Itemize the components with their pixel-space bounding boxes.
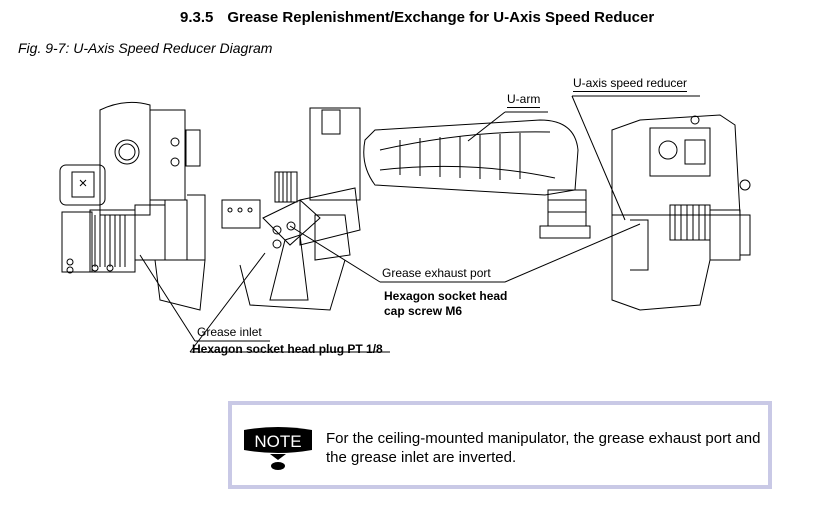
section-heading: 9.3.5 Grease Replenishment/Exchange for U… xyxy=(180,9,654,26)
note-box: NOTE For the ceiling-mounted manipulator… xyxy=(228,401,772,489)
section-number: 9.3.5 xyxy=(180,9,214,26)
leader-u-axis-speed-reducer xyxy=(571,95,700,221)
leader-grease-inlet xyxy=(139,254,270,342)
leader-grease-exhaust-port xyxy=(289,223,641,283)
note-icon-label: NOTE xyxy=(254,432,301,451)
note-icon: NOTE xyxy=(242,426,314,479)
figure-caption: Fig. 9-7: U-Axis Speed Reducer Diagram xyxy=(18,40,273,56)
left-robot-view xyxy=(59,101,206,311)
label-grease-inlet: Grease inlet xyxy=(197,325,262,339)
u-axis-speed-reducer-diagram xyxy=(59,95,751,353)
section-title: Grease Replenishment/Exchange for U-Axis… xyxy=(227,9,655,26)
label-screw-line2: cap screw M6 xyxy=(384,304,463,318)
right-robot-view xyxy=(611,114,751,311)
u-arm-outline xyxy=(363,119,591,239)
center-robot-view xyxy=(221,107,361,311)
label-plug: Hexagon socket head plug PT 1/8 xyxy=(192,342,383,356)
note-text: For the ceiling-mounted manipulator, the… xyxy=(326,430,761,466)
label-grease-exhaust-port: Grease exhaust port xyxy=(382,266,491,280)
label-u-arm: U-arm xyxy=(507,92,541,108)
label-screw-line1: Hexagon socket head xyxy=(384,289,508,303)
leader-plug xyxy=(189,252,390,353)
label-u-axis-speed-reducer: U-axis speed reducer xyxy=(573,76,688,92)
leader-u-arm xyxy=(467,111,548,142)
